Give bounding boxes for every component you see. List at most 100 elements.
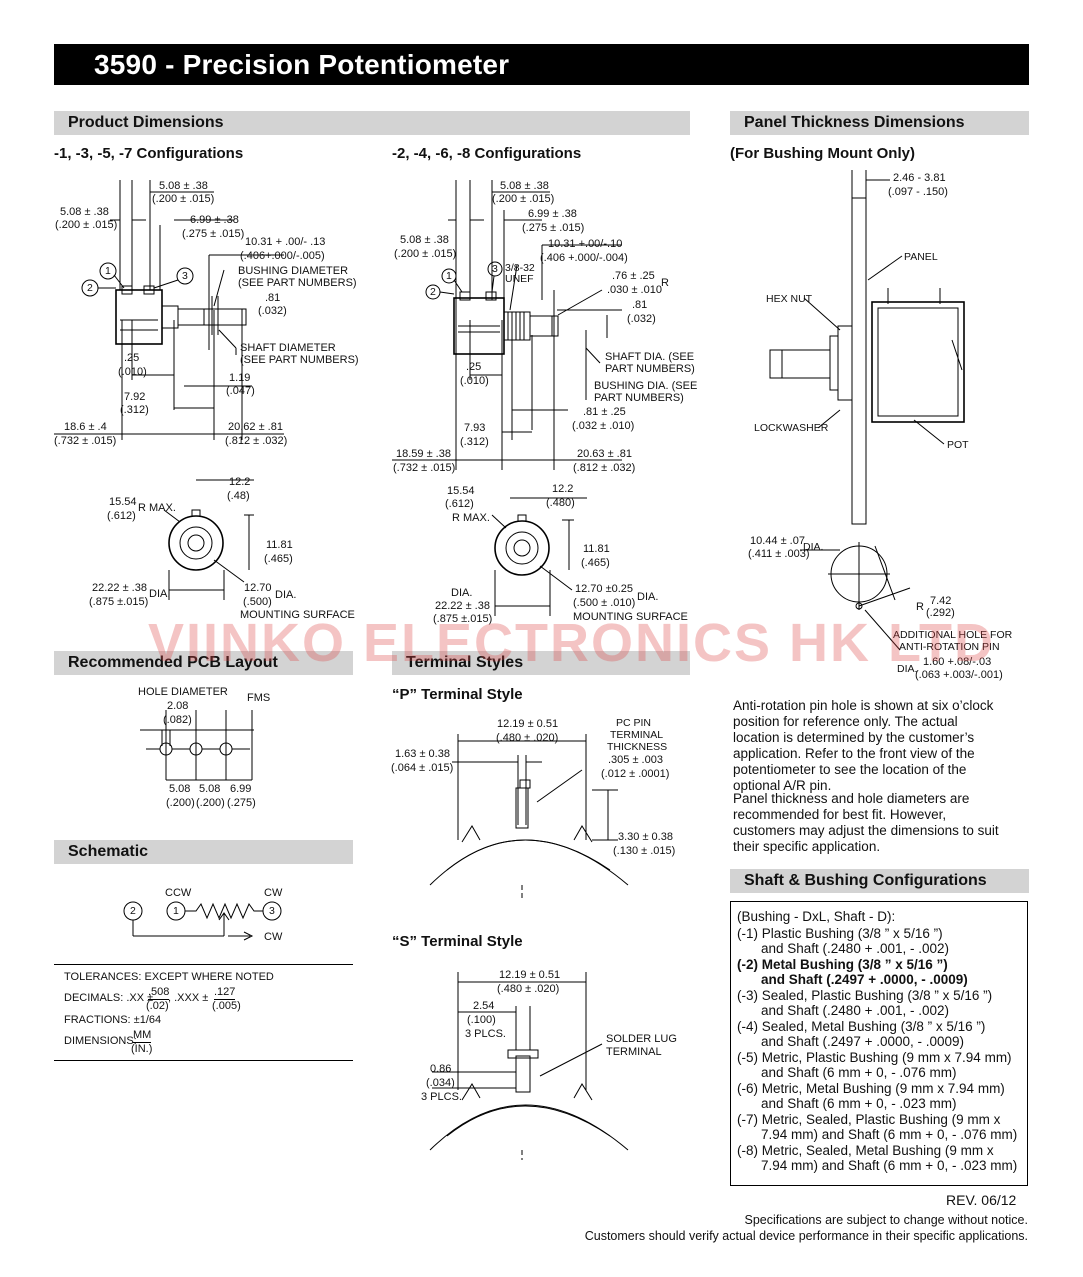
shaft-config-list: (-1) Plastic Bushing (3/8 ” x 5/16 ”)and…: [737, 926, 1025, 1174]
label-lockwasher: LOCKWASHER: [754, 422, 829, 434]
label-s-lug1: SOLDER LUG: [606, 1033, 677, 1045]
dim-even-d9b: (.312): [460, 436, 489, 448]
dim-odd-f5b: (.500): [243, 596, 272, 608]
dim-panel-d4b: (.063 +.003/-.001): [915, 669, 1003, 681]
label-s-3plcs-b: 3 PLCS.: [421, 1091, 462, 1103]
dim-pcb-hd: 2.08: [167, 700, 189, 712]
dim-even-f3: 11.81: [583, 543, 610, 555]
dim-pcb-s2b: (.200): [196, 797, 225, 809]
dim-even-d9: 7.93: [464, 422, 486, 434]
label-even-rmax: R MAX.: [452, 512, 490, 524]
dim-panel-d3b: (.292): [926, 607, 955, 619]
revision: REV. 06/12: [946, 1192, 1017, 1208]
dim-even-d7: .25: [466, 361, 482, 373]
dim-p-a: 1.63 ± 0.38: [395, 748, 450, 760]
panel-drawing: [769, 170, 965, 651]
dim-odd-d5: .81: [265, 292, 281, 304]
page-title: 3590 - Precision Potentiometer: [54, 44, 1029, 85]
dim-odd-f3b: (.465): [264, 553, 293, 565]
shaft-config-item: (-5) Metric, Plastic Bushing (9 mm x 7.9…: [737, 1050, 1012, 1080]
dim-even-d10b: (.732 ± .015): [393, 462, 456, 474]
dim-odd-f5: 12.70: [244, 582, 272, 594]
dim-odd-f4: 22.22 ± .38: [92, 582, 147, 594]
dim-odd-d1b: (.200 ± .015): [152, 193, 215, 205]
dim-even-d5b: .030 ± .010: [607, 284, 662, 296]
dim-pcb-s3: 6.99: [230, 783, 252, 795]
watermark: VIINKO ELECTRONICS HK LTD: [148, 613, 996, 673]
dim-odd-d7b: (.047): [226, 385, 255, 397]
label-even-shaft-dia: SHAFT DIA. (SEE: [605, 351, 695, 363]
terminal-odd-2: 2: [87, 282, 93, 294]
label-even-unef2: UNEF: [505, 273, 534, 285]
dim-pcb-s2: 5.08: [199, 783, 221, 795]
label-panel-r: R: [916, 601, 924, 613]
dim-even-f5: 12.70 ±0.25: [575, 583, 634, 595]
p-terminal-title: “P” Terminal Style: [392, 686, 523, 703]
dim-odd-d5b: (.032): [258, 305, 287, 317]
dim-pcb-s3b: (.275): [227, 797, 256, 809]
dim-odd-d4: 10.31 + .00/- .13: [245, 236, 326, 248]
label-even-dia2: DIA.: [637, 591, 659, 603]
dim-panel-d4: 1.60 +.08/-.03: [923, 656, 992, 668]
dim-odd-f2b: (.612): [107, 510, 136, 522]
label-odd-dia: DIA.: [149, 588, 171, 600]
schematic-node-1: 1: [173, 905, 179, 917]
label-fms: FMS: [247, 692, 271, 704]
dim-odd-d6: .25: [124, 352, 140, 364]
terminal-even-1: 1: [446, 270, 452, 282]
dim-even-d3: 6.99 ± .38: [528, 208, 577, 220]
dim-panel-d2b: (.411 ± .003): [748, 548, 810, 560]
label-cw-wiper: CW: [264, 931, 283, 943]
dim-odd-d8b: (.312): [120, 404, 149, 416]
label-p-thickness: THICKNESS: [607, 741, 668, 753]
shaft-config-item: (-8) Metric, Sealed, Metal Bushing (9 mm…: [737, 1143, 1018, 1173]
tol-mm: MM: [133, 1029, 152, 1043]
config-even-title: -2, -4, -6, -8 Configurations: [392, 145, 582, 162]
shaft-config-item: (-2) Metal Bushing (3/8 ” x 5/16 ”)and S…: [737, 957, 968, 987]
terminal-odd-3: 3: [182, 270, 188, 282]
section-panel-thickness: Panel Thickness Dimensions: [730, 111, 1029, 135]
label-odd-bushing-dia: BUSHING DIAMETER: [238, 265, 349, 277]
tol-xx-den: (.02): [146, 1000, 169, 1012]
tolerances-box: [54, 964, 353, 1061]
config-odd-title: -1, -3, -5, -7 Configurations: [54, 145, 244, 162]
schematic-drawing: [123, 901, 282, 941]
schematic-node-2: 2: [130, 905, 136, 917]
label-panel: PANEL: [904, 251, 938, 263]
pcb-layout-drawing: [140, 710, 254, 781]
dim-odd-d2: 5.08 ± .38: [60, 206, 109, 218]
schematic-node-3: 3: [269, 905, 275, 917]
s-terminal-drawing: [429, 972, 629, 1160]
dim-odd-d9b: (.732 ± .015): [54, 435, 117, 447]
shaft-config-item: (-1) Plastic Bushing (3/8 ” x 5/16 ”)and…: [737, 926, 950, 956]
terminal-odd-1: 1: [105, 265, 111, 277]
dim-odd-d8: 7.92: [124, 391, 146, 403]
dim-p-t: .305 ± .003: [608, 754, 663, 766]
dim-odd-d3b: (.275 ± .015): [182, 228, 245, 240]
dim-even-d10: 18.59 ± .38: [396, 448, 451, 460]
dim-p-h: 3.30 ± 0.38: [618, 831, 673, 843]
label-hole2: ANTI-ROTATION PIN: [899, 641, 1000, 653]
terminal-even-3: 3: [492, 263, 498, 275]
shaft-config-box: [730, 901, 1028, 1186]
dim-pcb-hdb: (.082): [163, 714, 192, 726]
dim-odd-f1: 12.2: [229, 476, 251, 488]
panel-note-1: Anti-rotation pin hole is shown at six o…: [733, 698, 994, 793]
terminal-even-2: 2: [430, 286, 436, 298]
dim-even-d8: .81 ± .25: [583, 406, 626, 418]
tol-dimensions: DIMENSIONS:: [64, 1035, 137, 1047]
dim-odd-f2: 15.54: [109, 496, 137, 508]
dim-p-w: 12.19 ± 0.51: [497, 718, 559, 730]
dim-even-f2: 12.2: [552, 483, 574, 495]
dim-odd-d10: 20.62 ± .81: [228, 421, 283, 433]
dim-even-d6b: (.032): [627, 313, 656, 325]
panel-note-2: Panel thickness and hole diameters are r…: [733, 791, 999, 854]
label-hole-diameter: HOLE DIAMETER: [138, 686, 228, 698]
tol-xx-num: .508: [148, 986, 170, 1000]
label-odd-bushing-dia2: (SEE PART NUMBERS): [238, 277, 357, 289]
label-even-f4: DIA.: [451, 587, 473, 599]
label-panel-dia: DIA.: [803, 541, 824, 553]
label-odd-rmax: R MAX.: [138, 502, 176, 514]
shaft-config-item: (-6) Metric, Metal Bushing (9 mm x 7.94 …: [737, 1081, 1005, 1111]
dim-even-d11: 20.63 ± .81: [577, 448, 632, 460]
